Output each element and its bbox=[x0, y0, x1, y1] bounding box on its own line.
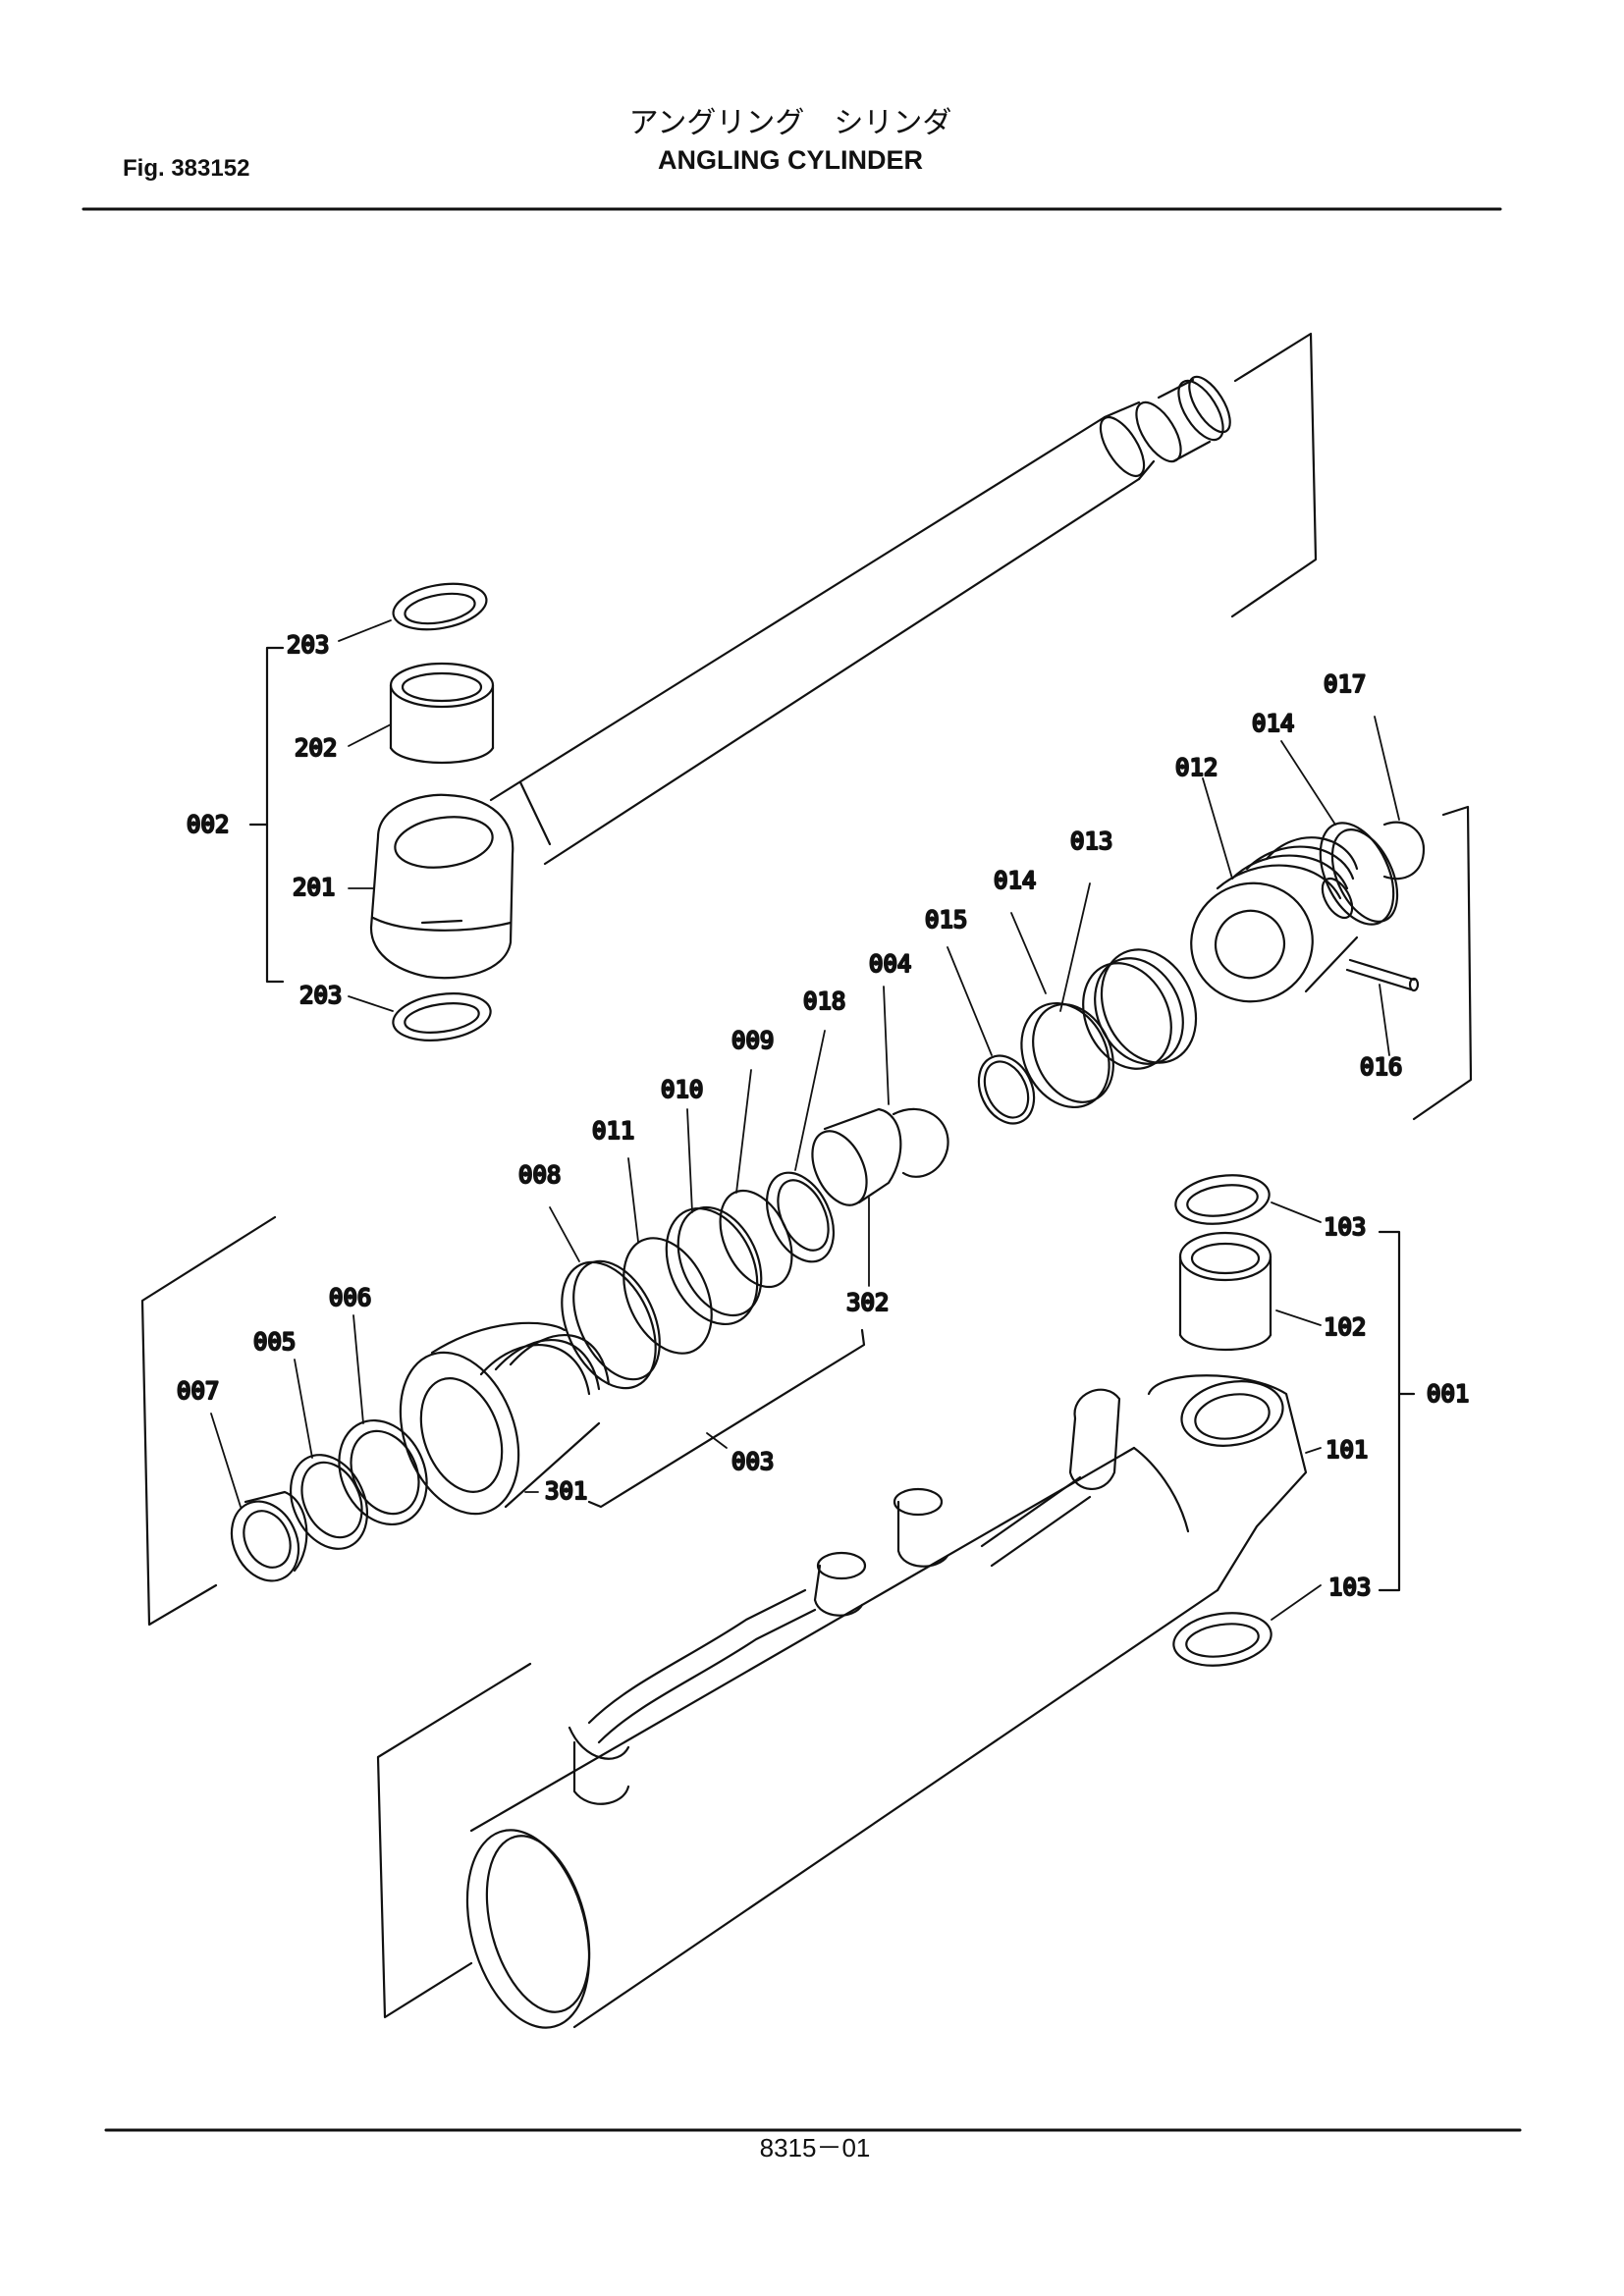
callout-005: 005 bbox=[253, 1328, 296, 1356]
part-008-backup-ring bbox=[561, 1259, 661, 1390]
part-007-dust-seal bbox=[230, 1490, 308, 1582]
part-203-lower bbox=[392, 992, 492, 1041]
callout-011: 011 bbox=[592, 1117, 634, 1145]
part-302-bushing bbox=[811, 1107, 902, 1206]
callout-003: 003 bbox=[731, 1448, 774, 1475]
callout-015: 015 bbox=[925, 906, 967, 934]
callout-014-right: 014 bbox=[1252, 710, 1294, 737]
callout-201: 201 bbox=[293, 874, 335, 901]
piston-rod bbox=[369, 375, 1231, 980]
gland-bracket-003 bbox=[587, 1328, 866, 1509]
callout-101: 101 bbox=[1326, 1436, 1368, 1464]
bracket-001 bbox=[1378, 1230, 1401, 1592]
part-103-lower-wiper bbox=[1172, 1612, 1272, 1667]
part-012-piston bbox=[1190, 836, 1359, 1003]
callout-203-lower: 203 bbox=[299, 982, 342, 1009]
callout-018: 018 bbox=[803, 988, 845, 1015]
page-number: 8315－01 bbox=[759, 2133, 871, 2163]
figure-number: Fig. 383152 bbox=[123, 155, 250, 182]
callout-008: 008 bbox=[518, 1161, 561, 1189]
tube-bracket-left bbox=[376, 1662, 532, 2019]
cylinder-tubing bbox=[568, 1388, 1121, 1805]
part-102-bushing bbox=[1178, 1231, 1272, 1351]
callout-012: 012 bbox=[1175, 754, 1218, 781]
title-japanese: アングリング シリンダ bbox=[628, 107, 952, 139]
part-004-snap-ring bbox=[892, 1107, 949, 1178]
part-018-ring bbox=[765, 1171, 836, 1263]
callout-017: 017 bbox=[1324, 670, 1366, 698]
part-017-snap-ring bbox=[1382, 821, 1426, 881]
title-english: ANGLING CYLINDER bbox=[658, 145, 923, 175]
piston-bracket bbox=[1412, 805, 1473, 1121]
bracket-002 bbox=[265, 646, 285, 984]
callout-302: 302 bbox=[846, 1289, 889, 1316]
callout-102: 102 bbox=[1324, 1313, 1366, 1341]
part-202-bushing bbox=[389, 662, 495, 765]
callout-016: 016 bbox=[1360, 1053, 1402, 1081]
callout-labels: 203 202 002 201 203 017 014 012 013 014 … bbox=[176, 630, 1471, 1602]
callout-002: 002 bbox=[187, 811, 229, 838]
callout-301: 301 bbox=[545, 1477, 587, 1505]
part-014-wear-ring-right bbox=[1319, 822, 1399, 926]
callout-013: 013 bbox=[1070, 828, 1112, 855]
callout-006: 006 bbox=[329, 1284, 371, 1311]
leader-lines bbox=[210, 619, 1400, 1621]
part-014-wear-ring-left bbox=[1020, 1001, 1114, 1109]
callout-007: 007 bbox=[177, 1377, 219, 1405]
part-301-head bbox=[399, 1321, 611, 1516]
callout-014-left: 014 bbox=[994, 867, 1036, 894]
part-005-ring bbox=[290, 1454, 368, 1550]
part-101-cylinder-tube bbox=[465, 1374, 1308, 2029]
callout-001: 001 bbox=[1427, 1380, 1469, 1408]
callout-004: 004 bbox=[869, 950, 911, 978]
rod-bracket bbox=[1230, 332, 1318, 618]
callout-010: 010 bbox=[661, 1076, 703, 1103]
callout-202: 202 bbox=[295, 734, 337, 762]
callout-103-lower: 103 bbox=[1328, 1574, 1371, 1601]
part-103-upper-wiper bbox=[1174, 1174, 1271, 1225]
callout-009: 009 bbox=[731, 1027, 774, 1054]
callout-203-upper: 203 bbox=[287, 631, 329, 659]
part-006-ring bbox=[338, 1418, 428, 1526]
gland-bracket-left bbox=[140, 1215, 277, 1627]
part-009-seal bbox=[719, 1189, 793, 1289]
part-010-seal bbox=[665, 1205, 763, 1326]
part-011-o-ring bbox=[623, 1237, 713, 1355]
part-203-upper bbox=[392, 582, 488, 631]
callout-103-upper: 103 bbox=[1324, 1213, 1366, 1241]
part-016-pin bbox=[1345, 958, 1420, 992]
part-015-o-ring bbox=[977, 1054, 1036, 1125]
